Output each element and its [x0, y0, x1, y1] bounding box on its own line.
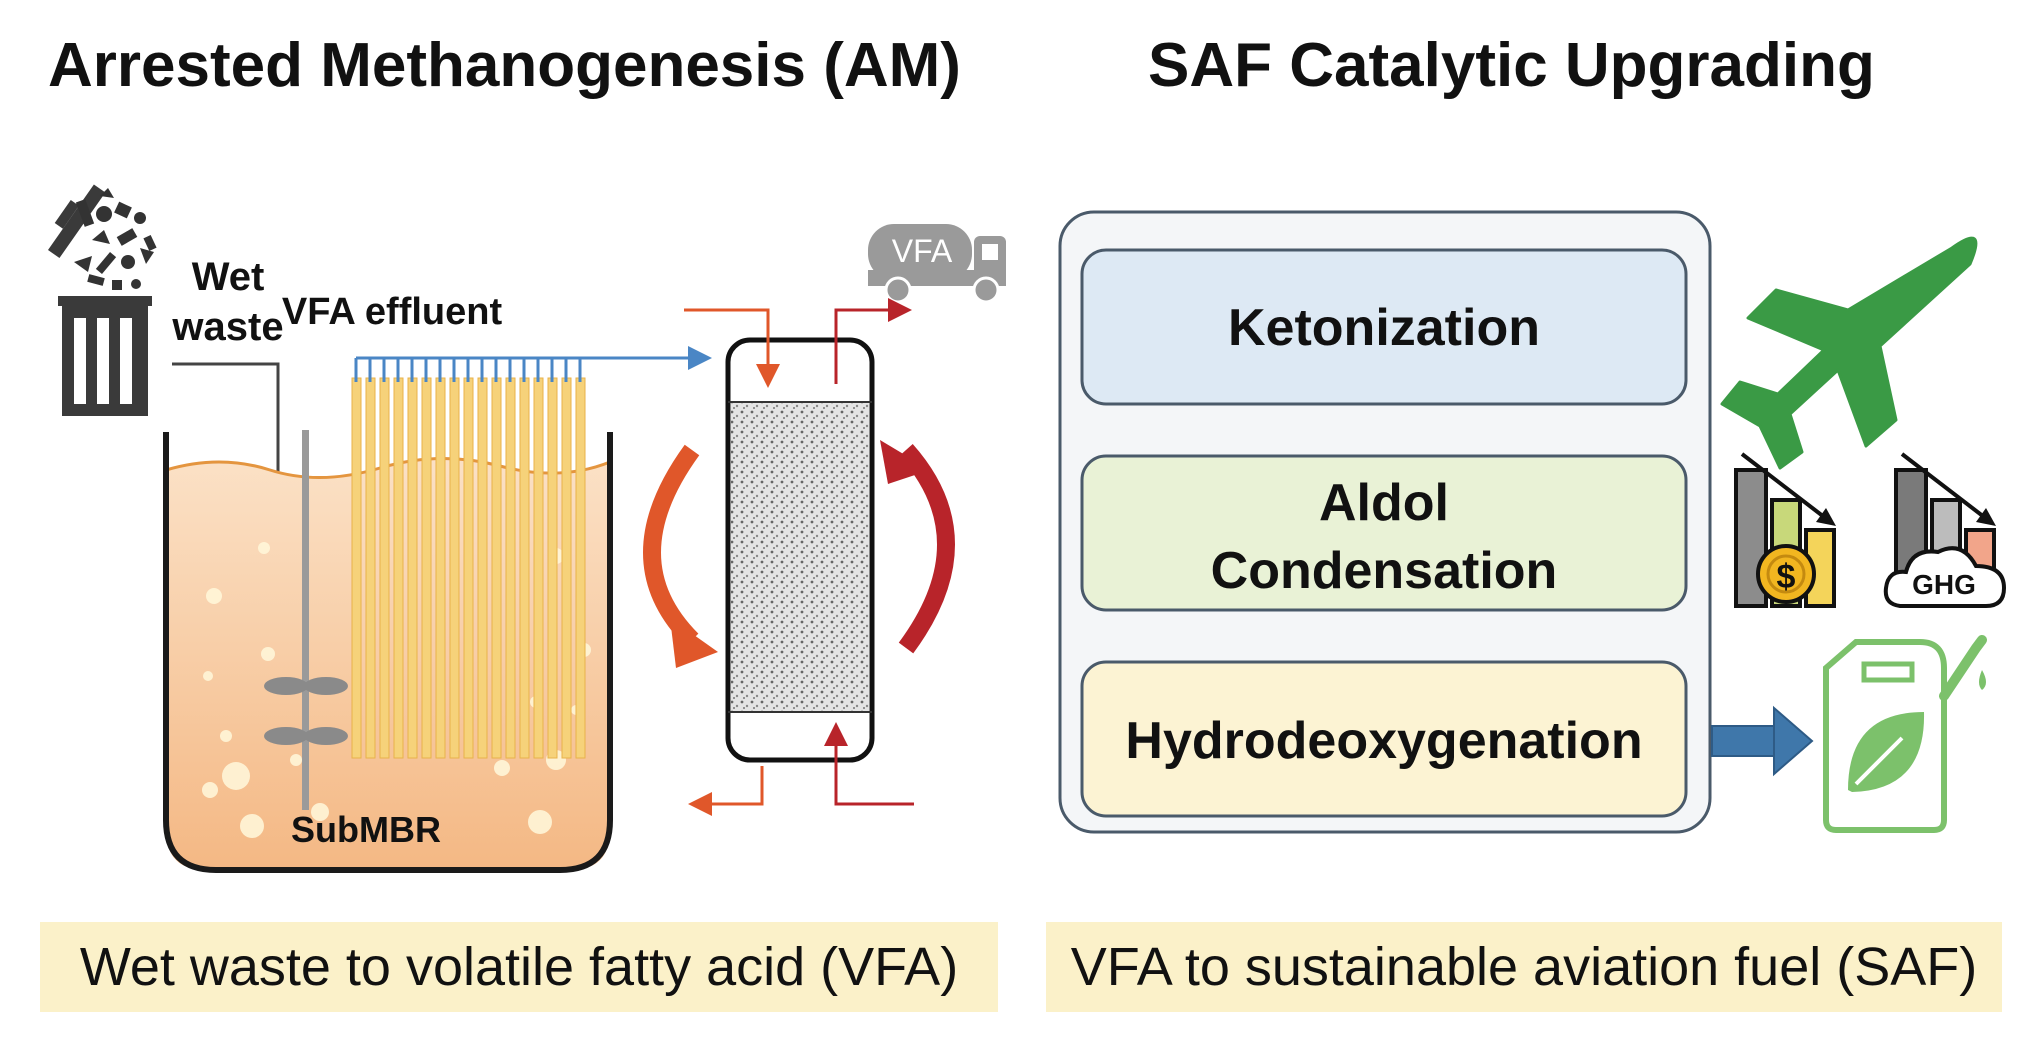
- saf-fuel-can-icon: [1823, 635, 1987, 833]
- right-panel-title: SAF Catalytic Upgrading: [1148, 31, 1875, 100]
- hydrodeoxygenation-step: [1080, 660, 1688, 818]
- vfa-effluent-label: VFA effluent: [282, 291, 503, 333]
- aldol-label-line2: Condensation: [1211, 542, 1558, 600]
- submbr-label: SubMBR: [291, 809, 441, 850]
- dollar-symbol: $: [1777, 558, 1796, 596]
- wet-waste-label-line2: waste: [171, 305, 283, 349]
- orange-circulation-arrow: [643, 444, 700, 647]
- ghg-reduction-icon: [1883, 452, 2007, 608]
- airplane-icon: [1720, 236, 1978, 470]
- truck-label: VFA: [892, 233, 953, 269]
- red-circulation-arrow: [898, 444, 955, 654]
- column-bottom-outlet-arrow: [688, 766, 764, 816]
- left-panel-title: Arrested Methanogenesis (AM): [48, 31, 961, 100]
- column-top-inlet-arrow: [684, 308, 780, 388]
- waste-bin-icon: [48, 184, 157, 416]
- aldol-label-line1: Aldol: [1319, 474, 1449, 532]
- ketonization-step: [1080, 248, 1688, 406]
- hydrodeoxygenation-label: Hydrodeoxygenation: [1125, 712, 1642, 770]
- feed-arrow: [172, 362, 290, 512]
- ghg-label: GHG: [1912, 569, 1976, 600]
- ketonization-label: Ketonization: [1228, 299, 1540, 357]
- column-bottom-inlet-arrow: [824, 722, 914, 806]
- submbr-reactor: [163, 346, 712, 873]
- aldol-condensation-step: [1080, 454, 1688, 612]
- left-panel-caption: Wet waste to volatile fatty acid (VFA): [40, 922, 998, 1012]
- cost-reduction-icon: [1734, 452, 1836, 608]
- to-saf-arrow-icon: [1711, 705, 1814, 777]
- right-panel-caption: VFA to sustainable aviation fuel (SAF): [1046, 922, 2002, 1012]
- packed-column: [725, 337, 875, 763]
- column-top-outlet-arrow: [834, 298, 912, 384]
- wet-waste-label-line1: Wet: [192, 255, 265, 299]
